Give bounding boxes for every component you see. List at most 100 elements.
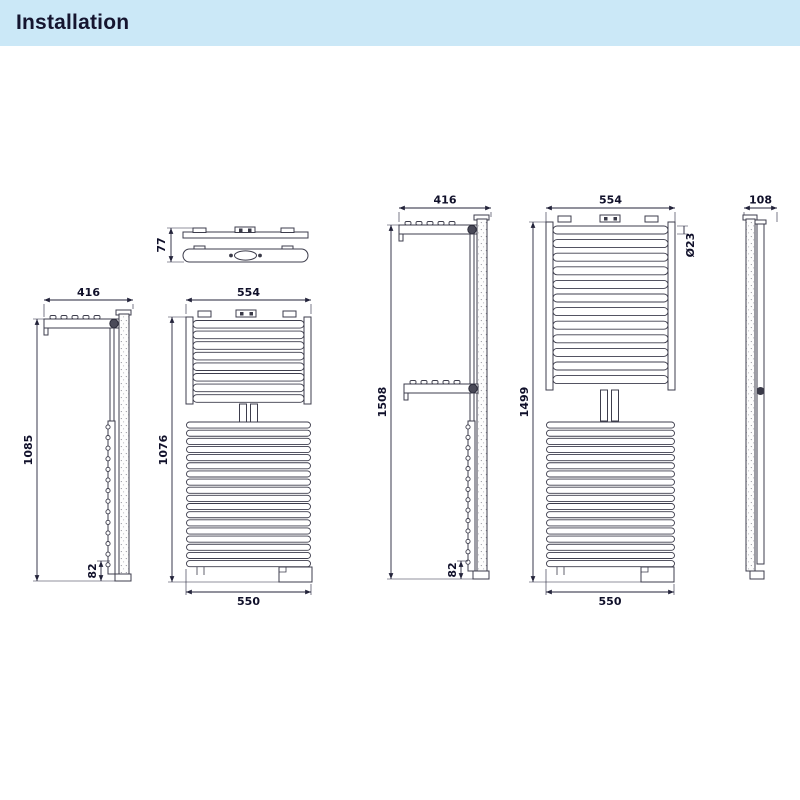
radiator-tube xyxy=(552,307,669,317)
hook-nub xyxy=(465,445,471,451)
radiator-tube xyxy=(546,486,675,494)
hook-bump xyxy=(409,380,417,385)
hook-nub xyxy=(465,538,471,544)
towel-hooks xyxy=(404,221,456,226)
radiator-tube xyxy=(552,225,669,235)
hook-bump xyxy=(431,380,439,385)
radiator-tube xyxy=(546,527,675,535)
radiator-tube xyxy=(186,470,311,478)
radiator-tube xyxy=(552,334,669,344)
radiator-tube xyxy=(186,429,311,437)
dim-bracket-416: 416 xyxy=(77,286,100,299)
radiator-tube xyxy=(546,511,675,519)
hook-nub xyxy=(465,466,471,472)
pivot-knob xyxy=(756,387,765,395)
radiator-tube xyxy=(552,347,669,357)
extension-lines xyxy=(677,225,688,235)
dim-bottom-width-550: 550 xyxy=(237,595,260,608)
radiator-tube xyxy=(192,341,305,350)
hook-bump xyxy=(82,315,90,320)
radiator-tube xyxy=(186,560,311,568)
hook-bump xyxy=(49,315,57,320)
mounting-tabs xyxy=(197,309,297,318)
hook-nub xyxy=(465,455,471,461)
extension-lines xyxy=(43,304,134,317)
hook-nub xyxy=(105,466,111,472)
mounting-tab-profile xyxy=(754,219,767,225)
dim-height-1076: 1076 xyxy=(157,434,170,465)
radiator-tube xyxy=(552,239,669,249)
wall-rail xyxy=(745,218,756,572)
radiator-tube xyxy=(546,478,675,486)
radiator-tube xyxy=(192,351,305,361)
radiator-tube xyxy=(186,478,311,486)
hook-bump xyxy=(453,380,461,385)
radiator-tube xyxy=(192,383,305,393)
radiator-tube xyxy=(186,535,311,543)
radiator-tube xyxy=(186,503,311,511)
radiator-tube xyxy=(552,252,669,262)
radiator-tube xyxy=(546,470,675,478)
floor-foot xyxy=(472,570,490,580)
radiator-tube xyxy=(546,429,675,437)
upper-tube-bank xyxy=(552,225,669,385)
radiator-tube xyxy=(546,519,675,527)
towel-hooks xyxy=(49,315,101,320)
hook-nub xyxy=(105,530,111,536)
radiator-tube xyxy=(192,373,305,382)
radiator-tube xyxy=(552,279,669,289)
radiator-tube xyxy=(552,375,669,385)
dim-depth-108: 108 xyxy=(749,194,772,207)
profile-hooks xyxy=(105,424,111,568)
radiator-tube xyxy=(192,330,305,340)
figure-profile-view-tall: 108 xyxy=(742,194,778,580)
radiator-tube xyxy=(546,446,675,454)
radiator-tube xyxy=(546,543,675,551)
radiator-tube xyxy=(546,535,675,543)
hook-nub xyxy=(465,424,471,430)
radiator-tube xyxy=(552,266,669,276)
mounting-tabs xyxy=(557,214,659,223)
extension-lines xyxy=(33,318,115,582)
control-box xyxy=(640,566,675,583)
bracket-arm-middle xyxy=(403,380,479,401)
page-title: Installation xyxy=(16,11,130,34)
left-collector xyxy=(545,221,554,391)
dim-tube-diameter-23: Ø23 xyxy=(684,233,697,258)
figure-side-view-short: 416 1085 82 xyxy=(22,286,134,582)
upper-tube-bank xyxy=(192,320,305,403)
tube-top-view xyxy=(182,245,309,263)
radiator-tube xyxy=(192,362,305,371)
hook-bump xyxy=(71,315,79,320)
radiator-tube xyxy=(186,551,311,559)
hook-nub xyxy=(105,477,111,483)
wall-rail xyxy=(118,313,130,577)
radiator-tube xyxy=(552,361,669,371)
radiator-tube xyxy=(186,511,311,519)
radiator-profile-upper xyxy=(469,233,475,385)
radiator-tube xyxy=(186,494,311,502)
radiator-tube xyxy=(546,494,675,502)
hook-bump xyxy=(426,221,434,226)
dim-height-1508: 1508 xyxy=(376,387,389,418)
radiator-tube xyxy=(546,503,675,511)
floor-foot xyxy=(114,573,132,582)
radiator-tube xyxy=(186,462,311,470)
hook-bump xyxy=(437,221,445,226)
connector-pipe xyxy=(611,389,619,422)
pivot-bolt xyxy=(467,224,477,235)
hook-nub xyxy=(105,424,111,430)
hook-nub xyxy=(105,509,111,515)
profile-hooks xyxy=(465,424,471,565)
hook-bump xyxy=(448,221,456,226)
radiator-tube xyxy=(546,462,675,470)
hook-nub xyxy=(105,488,111,494)
hook-bump xyxy=(442,380,450,385)
dim-height-1085: 1085 xyxy=(22,435,35,466)
extension-lines xyxy=(185,304,312,314)
hook-nub xyxy=(465,528,471,534)
floor-foot xyxy=(749,570,765,580)
hook-nub xyxy=(105,562,111,568)
wall-rail-top-view xyxy=(182,226,309,239)
wall-rail xyxy=(476,218,488,572)
